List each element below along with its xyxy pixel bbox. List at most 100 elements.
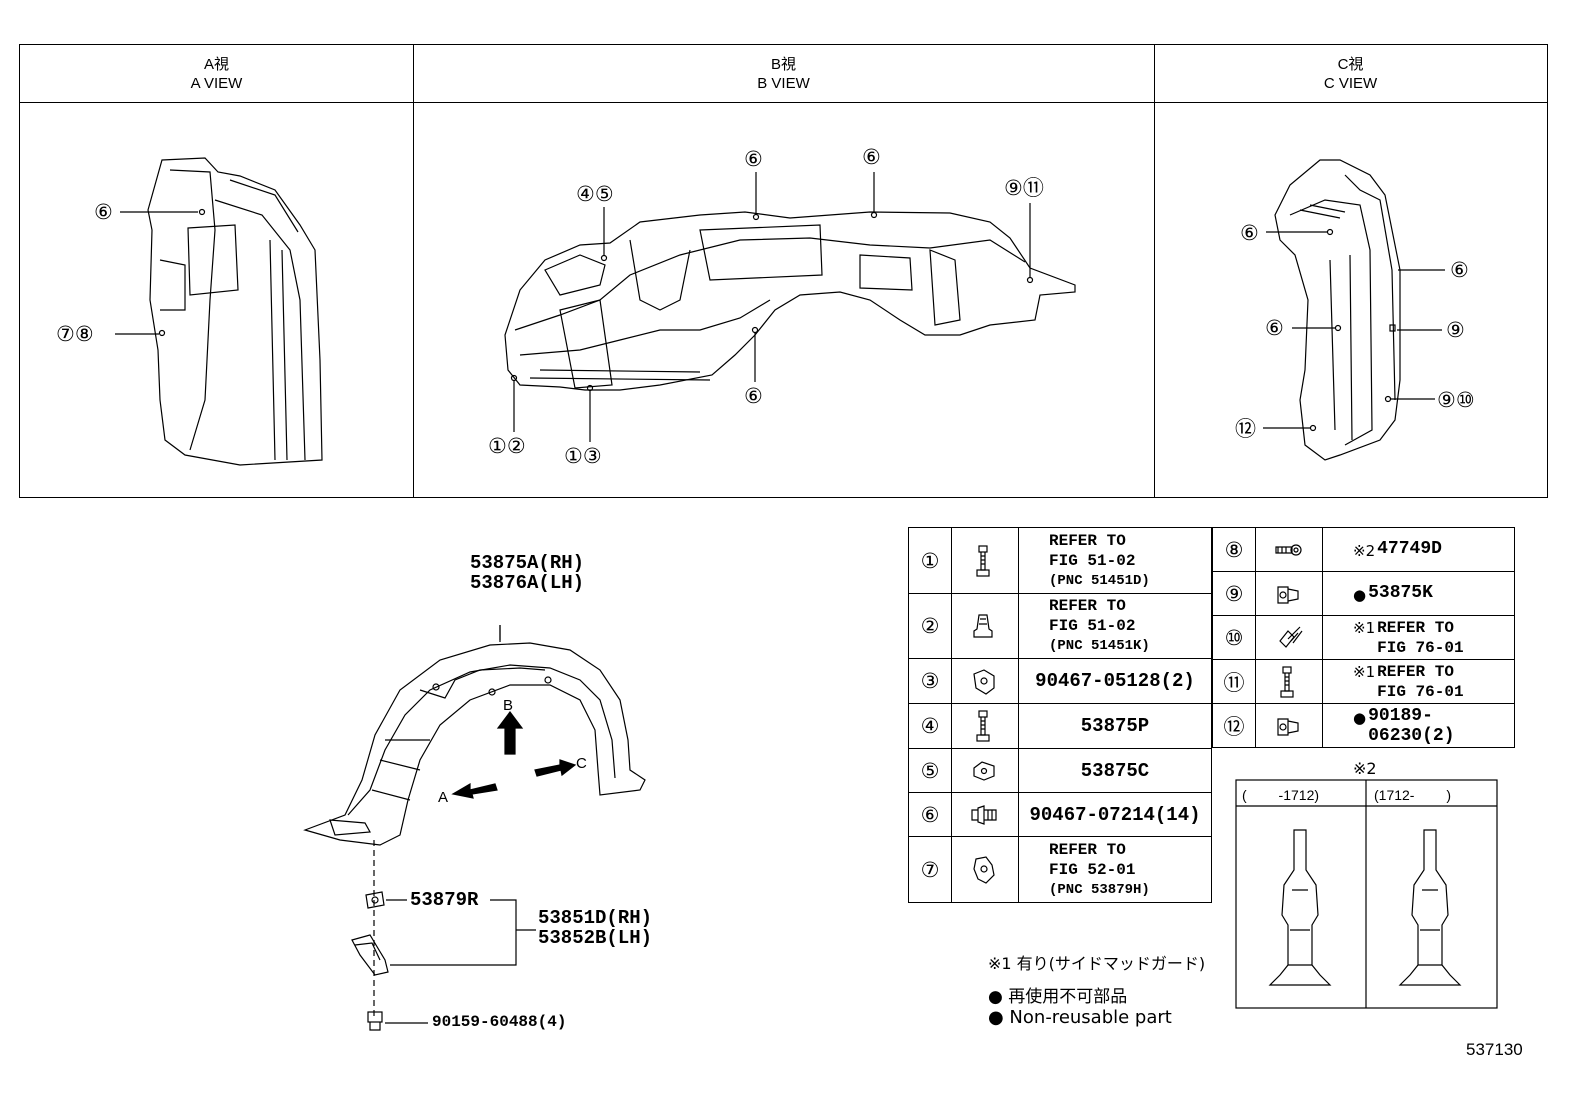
part-desc-line: 90189-06230(2) [1368,705,1455,746]
part-mark: ※1 [1353,618,1376,637]
part-desc-line: (PNC 51451D) [1049,572,1150,589]
part-mark: ● [1353,585,1367,604]
screw-icon [1255,615,1323,660]
part-desc-line: FIG 51-02 [1049,551,1136,570]
part-desc-cell: 53875C [1018,748,1212,793]
arrow-b-label: B [503,697,514,714]
clip-old-drawing [1268,829,1332,986]
note2-right-header: (1712- ) [1374,787,1452,803]
part-desc-line: 53875C [1080,759,1150,782]
fender-liner-drawing [303,625,646,846]
part-number-cell: ⑧ [1212,527,1256,572]
bracket-clip-icon [951,836,1019,903]
arrow-b-shape [496,711,524,755]
part-desc-line: REFER TO [1377,618,1454,637]
push-clip-icon [951,593,1019,659]
a-view-liner-drawing [147,157,323,466]
b-callout-6c: ⑥ [744,384,763,408]
b-view-header: B視 B VIEW [413,45,1154,103]
c-view-liner-drawing [1274,159,1401,461]
part-mark: ● [1353,708,1367,727]
part-desc-line: FIG 76-01 [1377,638,1464,657]
c-view-en: C VIEW [1323,75,1378,92]
part-desc-line: 47749D [1377,538,1442,559]
part-number-cell: ④ [908,703,952,749]
clip-nut-icon [951,748,1019,793]
part-desc-line: 53875P [1080,715,1150,737]
c-callout-12: ⑫ [1235,417,1256,441]
c-callout-9: ⑨ [1446,318,1465,342]
part-number-cell: ⑨ [1212,571,1256,616]
view-divider-1 [413,45,414,497]
main-part-lh: 53876A(LH) [470,572,585,594]
part-number-cell: ② [908,593,952,659]
note2-mark: ※2 [1353,759,1377,778]
part-desc-line: FIG 52-01 [1049,860,1136,879]
part-desc-line: (PNC 53879H) [1049,881,1150,898]
nut-53879r-drawing [365,891,385,909]
bolt-label: 90159-60488(4) [432,1013,567,1031]
part-number-cell: ③ [908,658,952,704]
bolt-icon [1255,659,1323,704]
part-desc-cell: ●53875K [1322,571,1515,616]
clip-new-drawing [1398,829,1462,986]
part-desc-line: 90467-05128(2) [1035,670,1195,692]
u-nut-icon [951,658,1019,704]
b-callout-6a: ⑥ [744,147,763,171]
part-desc-line: REFER TO [1049,840,1126,859]
parts-left-row: ④ 53875P [908,703,1212,749]
c-view-header: C視 C VIEW [1154,45,1547,103]
part-desc-line: REFER TO [1049,597,1126,615]
a-callout-6: ⑥ [94,200,113,224]
b-callout-6b: ⑥ [862,145,881,169]
b-callout-45: ④⑤ [576,182,614,206]
bolt-icon [951,527,1019,594]
bracket-label: 53851D(RH) 53852B(LH) [538,908,652,948]
part-mark: ※2 [1353,541,1376,560]
note2-frame [1235,779,1498,1009]
part-number-cell: ⑩ [1212,615,1256,660]
part-desc-line: 53875K [1368,582,1433,603]
a-view-en: A VIEW [190,75,243,92]
b-callout-12: ①② [488,434,526,458]
bolt-90159-drawing [367,1011,383,1031]
nut-label: 53879R [410,889,479,911]
screw-grommet-icon [1255,527,1323,572]
a-callout-78: ⑦⑧ [56,322,94,346]
c-callout-6b: ⑥ [1265,316,1284,340]
main-part-rh: 53875A(RH) [470,552,585,574]
legend-nonreuse-jp: ● 再使用不可部品 [988,987,1128,1007]
c-view-jp: C視 [1337,56,1364,73]
c-callout-6c: ⑥ [1450,258,1469,282]
part-desc-line: REFER TO [1377,662,1454,681]
views-frame: A視 A VIEW B視 B VIEW C視 C VIEW [19,44,1548,498]
view-divider-2 [1154,45,1155,497]
a-view-header: A視 A VIEW [20,45,413,103]
arrow-c-shape [534,759,577,777]
part-desc-cell: 90467-05128(2) [1018,658,1212,704]
main-part-label: 53875A(RH) 53876A(LH) [470,553,584,593]
part-desc-line: FIG 51-02 [1049,617,1136,635]
b-view-en: B VIEW [757,75,810,92]
b-view-liner-drawing [504,211,1076,392]
part-number-cell: ⑫ [1212,703,1256,748]
leader-bracket [390,899,517,966]
arrow-a-shape [451,782,498,799]
part-number-cell: ⑪ [1212,659,1256,704]
part-desc-cell: 90467-07214(14) [1018,792,1212,837]
